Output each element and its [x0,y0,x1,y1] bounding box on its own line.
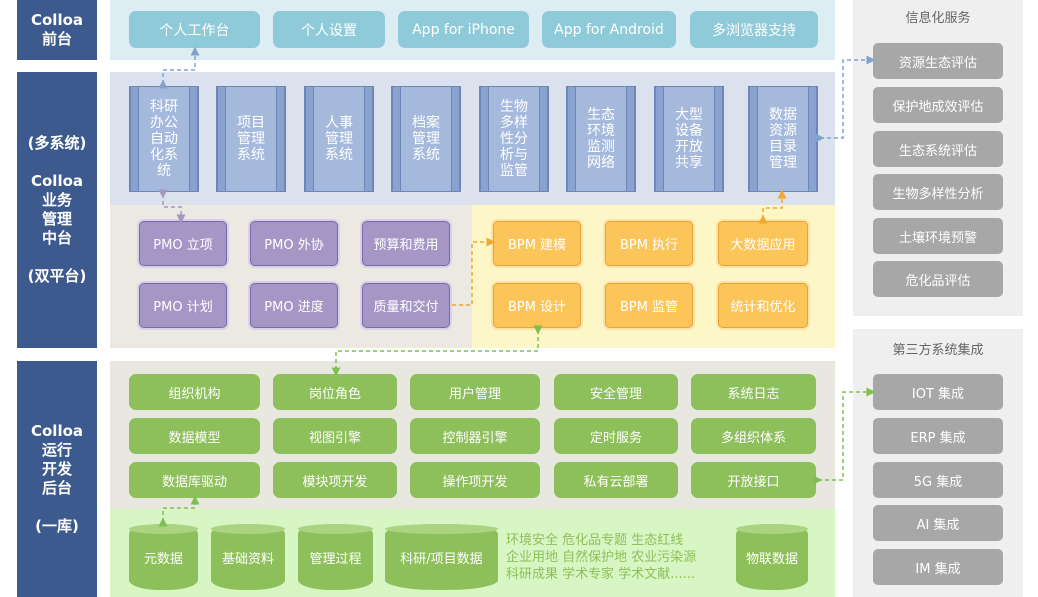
third-party-title: 第三方系统集成 [892,343,984,358]
system-box[interactable]: 人事 管理 系统 [304,86,374,192]
pmo-chip[interactable]: PMO 进度 [250,283,338,328]
platform-button[interactable]: 控制器引擎 [410,418,540,454]
platform-button[interactable]: 操作项开发 [410,462,540,498]
database-cylinder[interactable]: 基础资料 [211,524,285,590]
front-button[interactable]: App for Android [542,11,676,48]
third-party-button[interactable]: IOT 集成 [873,374,1003,410]
front-button[interactable]: 多浏览器支持 [690,11,818,48]
third-party-button[interactable]: AI 集成 [873,505,1003,541]
third-party-button[interactable]: 5G 集成 [873,462,1003,498]
pmo-chip[interactable]: PMO 计划 [139,283,227,328]
platform-button[interactable]: 用户管理 [410,374,540,410]
pmo-chip[interactable]: PMO 立项 [139,221,227,266]
bpm-chip[interactable]: 大数据应用 [718,221,808,266]
system-box[interactable]: 档案 管理 系统 [391,86,461,192]
info-service-button[interactable]: 资源生态评估 [873,43,1003,79]
platform-button[interactable]: 视图引擎 [273,418,397,454]
bpm-to-systems-connector [758,189,787,224]
system-box[interactable]: 数据 资源 目录 管理 [748,86,818,192]
pmo-chip[interactable]: 预算和费用 [362,221,450,266]
data-topics-text: 环境安全 危化品专题 生态红线 企业用地 自然保护地 农业污染源 科研成果 学术… [506,533,697,582]
platform-button[interactable]: 安全管理 [554,374,678,410]
platform-button[interactable]: 多组织体系 [691,418,816,454]
back-layer-label: Colloa 运行 开发 后台 (一库) [17,361,97,597]
bpm-chip[interactable]: BPM 执行 [605,221,693,266]
info-service-button[interactable]: 土壤环境预警 [873,218,1003,254]
systems-to-pmo-connector [158,189,186,224]
platform-button[interactable]: 私有云部署 [554,462,678,498]
platform-to-database-connector [158,495,200,527]
bpm-chip[interactable]: BPM 监管 [605,283,693,328]
platform-button[interactable]: 模块项开发 [273,462,397,498]
front-to-systems-connector [158,46,200,89]
system-box[interactable]: 生态 环境 监测 网络 [566,86,636,192]
database-cylinder[interactable]: 元数据 [129,524,198,590]
middle-layer-label: (多系统) Colloa 业务 管理 中台 (双平台) [17,72,97,348]
database-cylinder[interactable]: 物联数据 [736,524,808,590]
platform-button[interactable]: 数据库驱动 [129,462,260,498]
platform-button[interactable]: 数据模型 [129,418,260,454]
system-box[interactable]: 大型 设备 开放 共享 [654,86,724,192]
info-service-button[interactable]: 保护地成效评估 [873,87,1003,123]
info-service-button[interactable]: 生态系统评估 [873,131,1003,167]
third-party-button[interactable]: ERP 集成 [873,418,1003,454]
front-layer-label: Colloa 前台 [17,0,97,60]
database-cylinder[interactable]: 科研/项目数据 [385,524,498,590]
systems-to-info-services-connector [815,55,876,143]
info-services-title: 信息化服务 [905,11,971,26]
platform-button[interactable]: 开放接口 [691,462,816,498]
front-button[interactable]: App for iPhone [398,11,529,48]
info-service-button[interactable]: 生物多样性分析 [873,174,1003,210]
bpm-chip[interactable]: BPM 设计 [493,283,581,328]
database-cylinder[interactable]: 管理过程 [298,524,373,590]
front-button[interactable]: 个人工作台 [129,11,260,48]
platform-button[interactable]: 组织机构 [129,374,260,410]
front-button[interactable]: 个人设置 [273,11,385,48]
platform-button[interactable]: 系统日志 [691,374,816,410]
third-party-button[interactable]: IM 集成 [873,549,1003,585]
system-box[interactable]: 科研 办公 自动 化系 统 [129,86,199,192]
pmo-chip[interactable]: 质量和交付 [362,283,450,328]
platform-button[interactable]: 定时服务 [554,418,678,454]
bpm-to-platform-connector [331,325,543,377]
bpm-chip[interactable]: 统计和优化 [718,283,808,328]
pmo-to-bpm-connector [452,237,496,306]
system-box[interactable]: 项目 管理 系统 [216,86,286,192]
system-box[interactable]: 生物 多样 性分 析与 监管 [479,86,549,192]
platform-to-third-party-connector [813,387,876,485]
platform-button[interactable]: 岗位角色 [273,374,397,410]
bpm-chip[interactable]: BPM 建模 [493,221,581,266]
info-service-button[interactable]: 危化品评估 [873,261,1003,297]
pmo-chip[interactable]: PMO 外协 [250,221,338,266]
